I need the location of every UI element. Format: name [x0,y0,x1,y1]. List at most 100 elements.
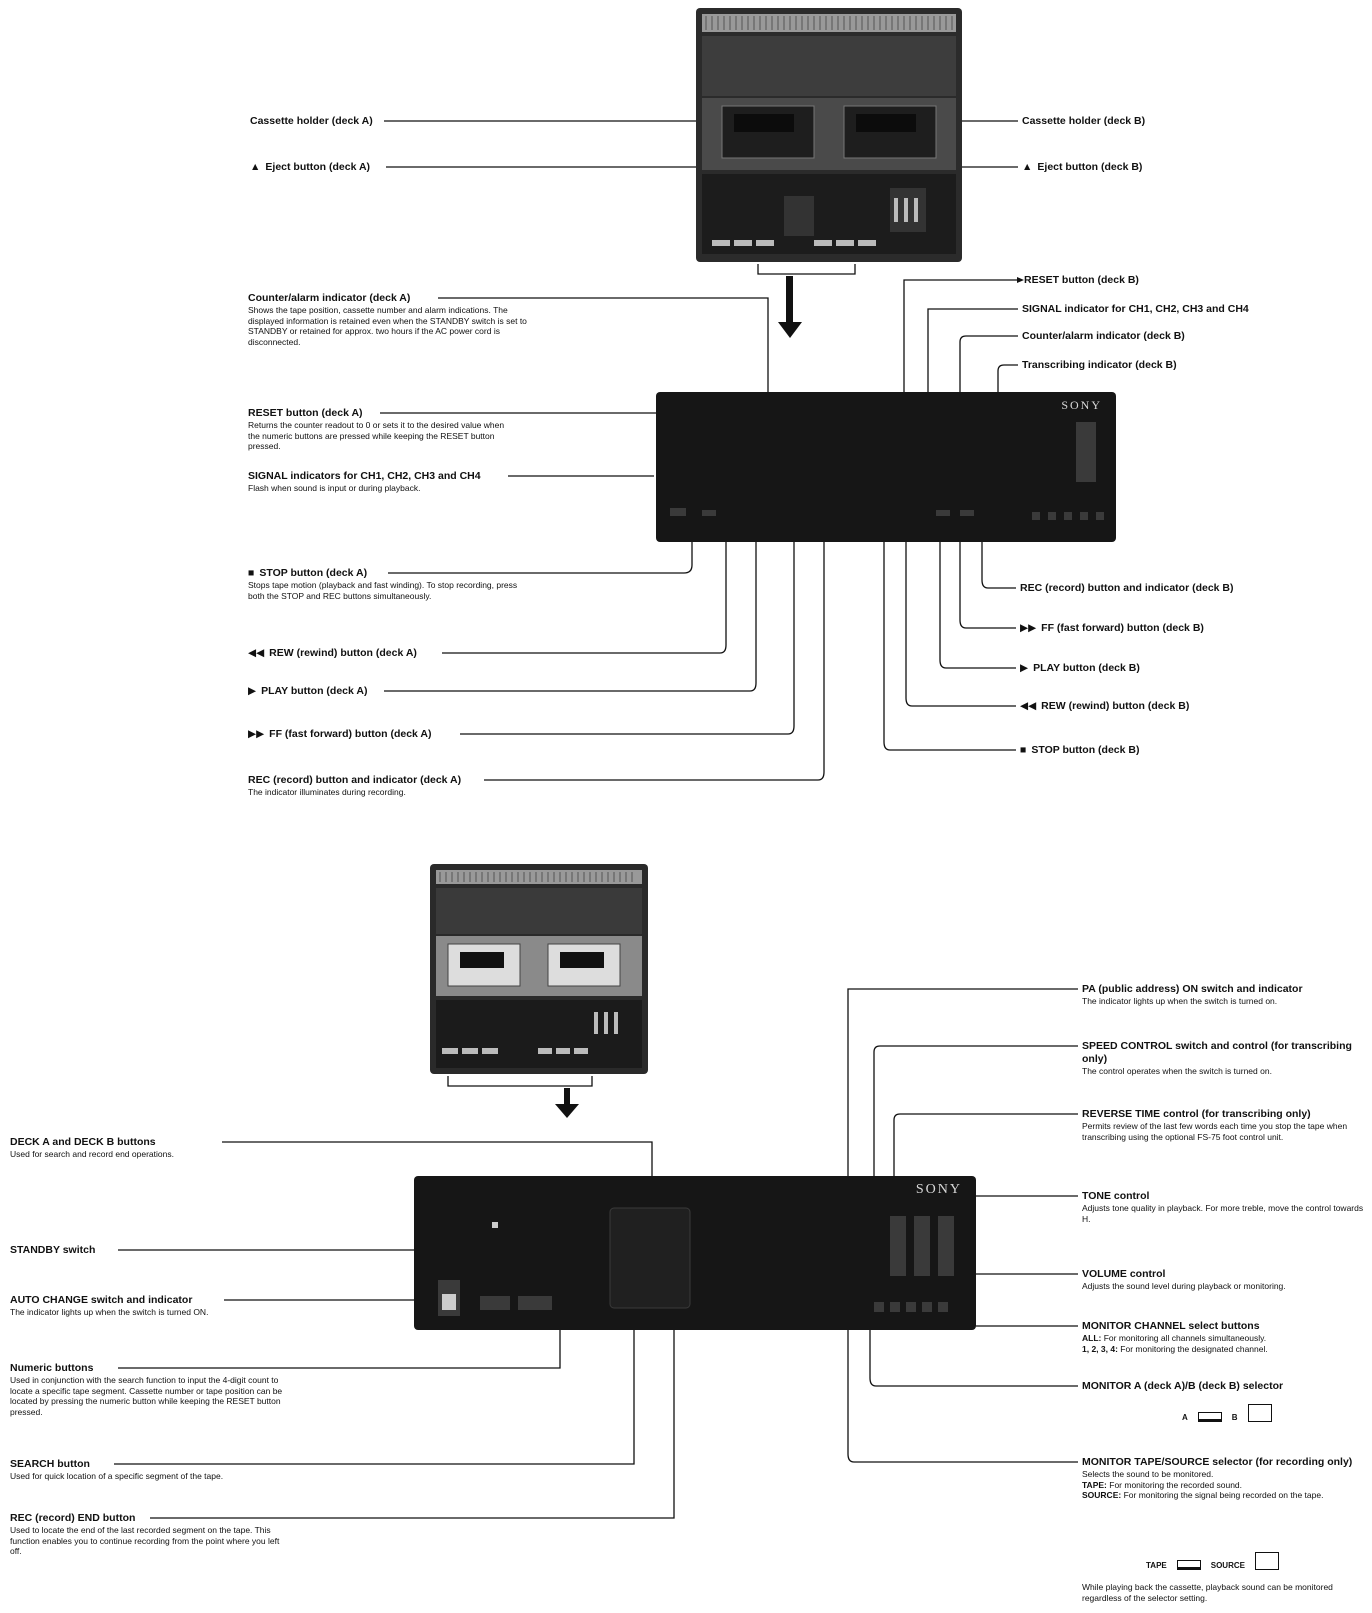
label-auto-change-desc: The indicator lights up when the switch … [10,1307,209,1317]
monitor-channel-num-key: 1, 2, 3, 4: [1082,1343,1118,1354]
line-rew-a [442,542,727,654]
label-monitor-ab: MONITOR A (deck A)/B (deck B) selector [1082,1380,1368,1393]
label-cassette-holder-a: Cassette holder (deck A) [250,115,373,128]
play-icon: ▶ [248,685,257,697]
line-stop-a [388,542,693,574]
label-standby-title: STANDBY switch [10,1244,96,1256]
label-volume-title: VOLUME control [1082,1268,1166,1280]
label-speed-desc: The control operates when the switch is … [1082,1066,1272,1076]
label-rec-a-title: REC (record) button and indicator (deck … [248,774,462,786]
label-reverse: REVERSE TIME control (for transcribing o… [1082,1108,1366,1142]
label-numeric: Numeric buttons Used in conjunction with… [10,1362,290,1417]
label-ff-a-text: FF (fast forward) button (deck A) [269,728,432,740]
label-monitor-tape-title: MONITOR TAPE/SOURCE selector (for record… [1082,1456,1353,1468]
label-reset-a: RESET button (deck A) Returns the counte… [248,407,518,452]
switch-position-source-icon [1254,1552,1279,1570]
label-signal-left-title: SIGNAL indicators for CH1, CH2, CH3 and … [248,470,481,482]
eject-icon: ▲ [1022,161,1033,173]
line-monitor-tape [847,1330,1078,1463]
label-play-a-text: PLAY button (deck A) [261,685,368,697]
label-tone-title: TONE control [1082,1190,1150,1202]
line-top-bracket [757,264,856,275]
monitor-ab-selector-diagram: A B [1182,1404,1272,1422]
monitor-channel-num-text: For monitoring the designated channel. [1120,1343,1268,1354]
brand-logo-upper: SONY [1061,398,1102,412]
label-volume: VOLUME control Adjusts the sound level d… [1082,1268,1368,1292]
label-monitor-channel: MONITOR CHANNEL select buttons ALL: For … [1082,1320,1368,1354]
lower-front-panel: SONY [414,1176,976,1330]
monitor-ab-option-a: A [1182,1413,1188,1422]
label-rew-b: ◀◀REW (rewind) button (deck B) [1020,700,1189,713]
line-speed [873,1045,1078,1176]
line-rec-b [981,542,1016,589]
line-transcribing [997,364,1018,392]
label-counter-a: Counter/alarm indicator (deck A) Shows t… [248,292,538,347]
label-auto-change-title: AUTO CHANGE switch and indicator [10,1294,193,1306]
top-device-illustration [694,6,964,264]
label-ff-a: ▶▶ FF (fast forward) button (deck A) [248,728,432,741]
eject-icon: ▲ [250,161,261,173]
down-arrow-top-head [778,322,802,338]
label-pa-on-desc: The indicator lights up when the switch … [1082,996,1278,1006]
label-deck-ab-title: DECK A and DECK B buttons [10,1136,156,1148]
label-cassette-holder-b: Cassette holder (deck B) [1022,115,1145,128]
line-pa-on [847,988,1078,1176]
monitor-ab-option-b: B [1231,1413,1238,1422]
stop-icon: ■ [248,567,255,579]
label-monitor-channel-title: MONITOR CHANNEL select buttons [1082,1320,1260,1332]
label-speed: SPEED CONTROL switch and control (for tr… [1082,1040,1362,1077]
label-eject-a: ▲Eject button (deck A) [250,161,370,174]
label-reset-b-text: RESET button (deck B) [1024,274,1139,286]
label-standby: STANDBY switch [10,1244,95,1257]
monitor-note-text: While playing back the cassette, playbac… [1082,1582,1333,1603]
label-tone-desc: Adjusts tone quality in playback. For mo… [1082,1203,1364,1224]
label-counter-a-title: Counter/alarm indicator (deck A) [248,292,411,304]
line-rew-b [905,542,1016,707]
monitor-option-source: SOURCE [1210,1561,1245,1570]
label-stop-a: ■ STOP button (deck A) Stops tape motion … [248,567,518,601]
label-auto-change: AUTO CHANGE switch and indicator The ind… [10,1294,300,1318]
label-play-b-text: PLAY button (deck B) [1033,662,1140,674]
label-search-title: SEARCH button [10,1458,90,1470]
line-deck-ab [222,1141,653,1176]
line-bottom-bracket [447,1076,593,1087]
arrow-reset-b [1017,277,1024,283]
line-play-b [939,542,1016,669]
label-stop-a-desc: Stops tape motion (playback and fast win… [248,580,518,601]
fast-forward-icon: ▶▶ [248,728,265,740]
line-monitor-ab [869,1330,1078,1387]
switch-position-a-icon [1197,1412,1222,1422]
monitor-source-key: SOURCE: [1082,1490,1122,1500]
monitor-channel-all-key: ALL: [1082,1333,1102,1343]
label-volume-desc: Adjusts the sound level during playback … [1082,1281,1286,1291]
label-rec-b-text: REC (record) button and indicator (deck … [1020,582,1234,594]
label-transcribing: Transcribing indicator (deck B) [1022,359,1177,372]
label-stop-a-title: STOP button (deck A) [259,567,368,579]
switch-position-b-icon [1247,1404,1272,1422]
line-search [114,1330,635,1465]
label-tone: TONE control Adjusts tone quality in pla… [1082,1190,1366,1224]
label-counter-b: Counter/alarm indicator (deck B) [1022,330,1185,343]
label-speed-title: SPEED CONTROL switch and control (for tr… [1082,1040,1352,1065]
label-deck-ab-desc: Used for search and record end operation… [10,1149,174,1159]
label-play-b: ▶PLAY button (deck B) [1020,662,1140,675]
label-reset-a-title: RESET button (deck A) [248,407,363,419]
label-reset-a-desc: Returns the counter readout to 0 or sets… [248,420,505,451]
label-pa-on-title: PA (public address) ON switch and indica… [1082,983,1303,995]
fast-forward-icon: ▶▶ [1020,622,1037,634]
line-counter-b [959,335,1018,392]
label-reverse-title: REVERSE TIME control (for transcribing o… [1082,1108,1311,1120]
line-reset-b [903,279,1018,392]
line-ff-a [460,542,795,735]
label-cassette-holder-a-text: Cassette holder (deck A) [250,115,373,127]
label-signal-right-text: SIGNAL indicator for CH1, CH2, CH3 and C… [1022,303,1249,315]
line-counter-a [438,297,769,392]
monitor-option-tape: TAPE [1146,1561,1167,1570]
label-monitor-ab-title: MONITOR A (deck A)/B (deck B) selector [1082,1380,1284,1392]
label-reset-b: RESET button (deck B) [1024,274,1139,287]
line-rec-end [150,1330,675,1519]
label-rec-b: REC (record) button and indicator (deck … [1020,582,1234,595]
label-rec-end-desc: Used to locate the end of the last recor… [10,1525,280,1556]
label-signal-right: SIGNAL indicator for CH1, CH2, CH3 and C… [1022,303,1249,316]
